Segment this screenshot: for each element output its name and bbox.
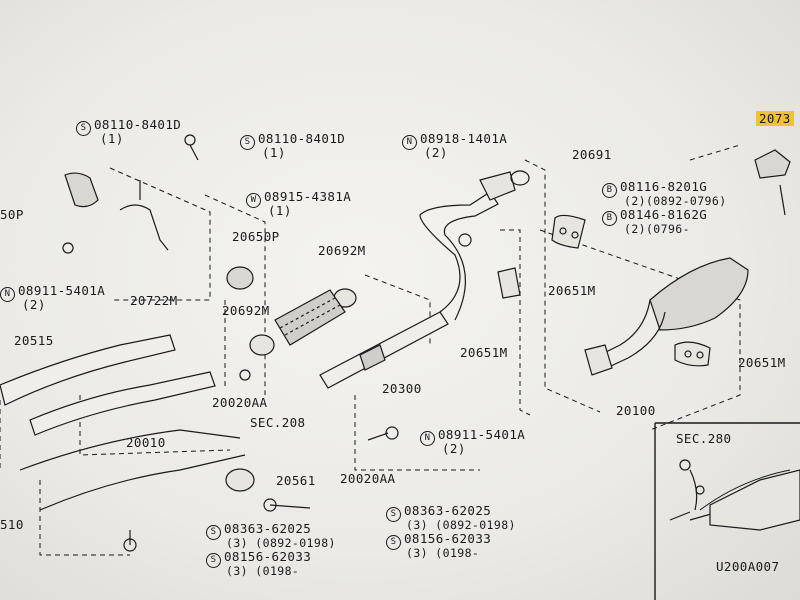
part-label: 20692M	[222, 303, 270, 318]
quantity-label: (2)	[424, 145, 448, 160]
part-number: 08918-1401A	[420, 131, 508, 146]
part-number: 08110-8401D	[258, 131, 346, 146]
quantity-label: (3) (0892-0198)	[226, 536, 336, 550]
quantity-label: (1)	[100, 131, 124, 146]
part-label: 20010	[126, 435, 166, 450]
quantity-label: (1)	[262, 145, 286, 160]
part-number: 08911-5401A	[438, 427, 526, 442]
part-label: 20691	[572, 147, 612, 162]
quantity-label: (3) (0892-0198)	[406, 518, 516, 532]
part-label: 20561	[276, 473, 316, 488]
part-label: 20020AA	[340, 471, 396, 486]
quantity-label: (2)	[442, 441, 466, 456]
quantity-label: (2)(0796-	[624, 222, 690, 236]
b-badge: B	[602, 183, 617, 198]
part-number: 08156-62033	[404, 531, 492, 546]
s-badge: S	[206, 525, 221, 540]
part-number: 08110-8401D	[94, 117, 182, 132]
n-badge: N	[0, 287, 15, 302]
part-label: 20650P	[232, 229, 280, 244]
part-number: 2073	[756, 111, 794, 126]
part-number: 08363-62025	[404, 503, 492, 518]
n-badge: N	[402, 135, 417, 150]
b-badge: B	[602, 211, 617, 226]
section-ref-label: SEC.280	[676, 431, 732, 446]
part-number: 08363-62025	[224, 521, 312, 536]
n-badge: N	[420, 431, 435, 446]
part-number: 08146-8162G	[620, 207, 708, 222]
part-label: 510	[0, 517, 24, 532]
part-label: 20651M	[548, 283, 596, 298]
s-badge: S	[76, 121, 91, 136]
section-ref-label: SEC.208	[250, 415, 306, 430]
quantity-label: (3) (0198-	[406, 546, 480, 560]
part-label: 20100	[616, 403, 656, 418]
part-label: 20651M	[738, 355, 786, 370]
w-badge: W	[246, 193, 261, 208]
part-label: 20515	[14, 333, 54, 348]
s-badge: S	[206, 553, 221, 568]
s-badge: S	[386, 535, 401, 550]
part-label: 20651M	[460, 345, 508, 360]
diagram-code: U200A007	[716, 559, 780, 574]
part-number: 08116-8201G	[620, 179, 708, 194]
quantity-label: (2)(0892-0796)	[624, 194, 727, 208]
part-label: 20722M	[130, 293, 178, 308]
part-label: 20300	[382, 381, 422, 396]
part-label-highlighted: 2073	[756, 111, 794, 126]
quantity-label: (1)	[268, 203, 292, 218]
s-badge: S	[386, 507, 401, 522]
part-number: 08911-5401A	[18, 283, 106, 298]
quantity-label: (3) (0198-	[226, 564, 300, 578]
part-label: 50P	[0, 207, 24, 222]
part-label: 20692M	[318, 243, 366, 258]
part-label: 20020AA	[212, 395, 268, 410]
s-badge: S	[240, 135, 255, 150]
part-number: 08915-4381A	[264, 189, 352, 204]
quantity-label: (2)	[22, 297, 46, 312]
part-number: 08156-62033	[224, 549, 312, 564]
